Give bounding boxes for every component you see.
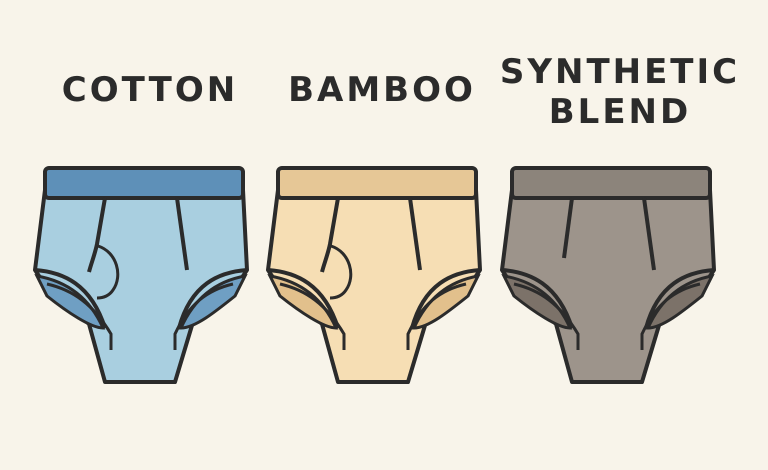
synthetic-blend-briefs-icon bbox=[492, 160, 722, 390]
bamboo-briefs-icon bbox=[258, 160, 488, 390]
label-synthetic-blend: SYNTHETIC BLEND bbox=[499, 52, 741, 132]
label-cotton: COTTON bbox=[61, 70, 239, 110]
label-bamboo: BAMBOO bbox=[288, 70, 476, 110]
cotton-briefs-icon bbox=[25, 160, 255, 390]
